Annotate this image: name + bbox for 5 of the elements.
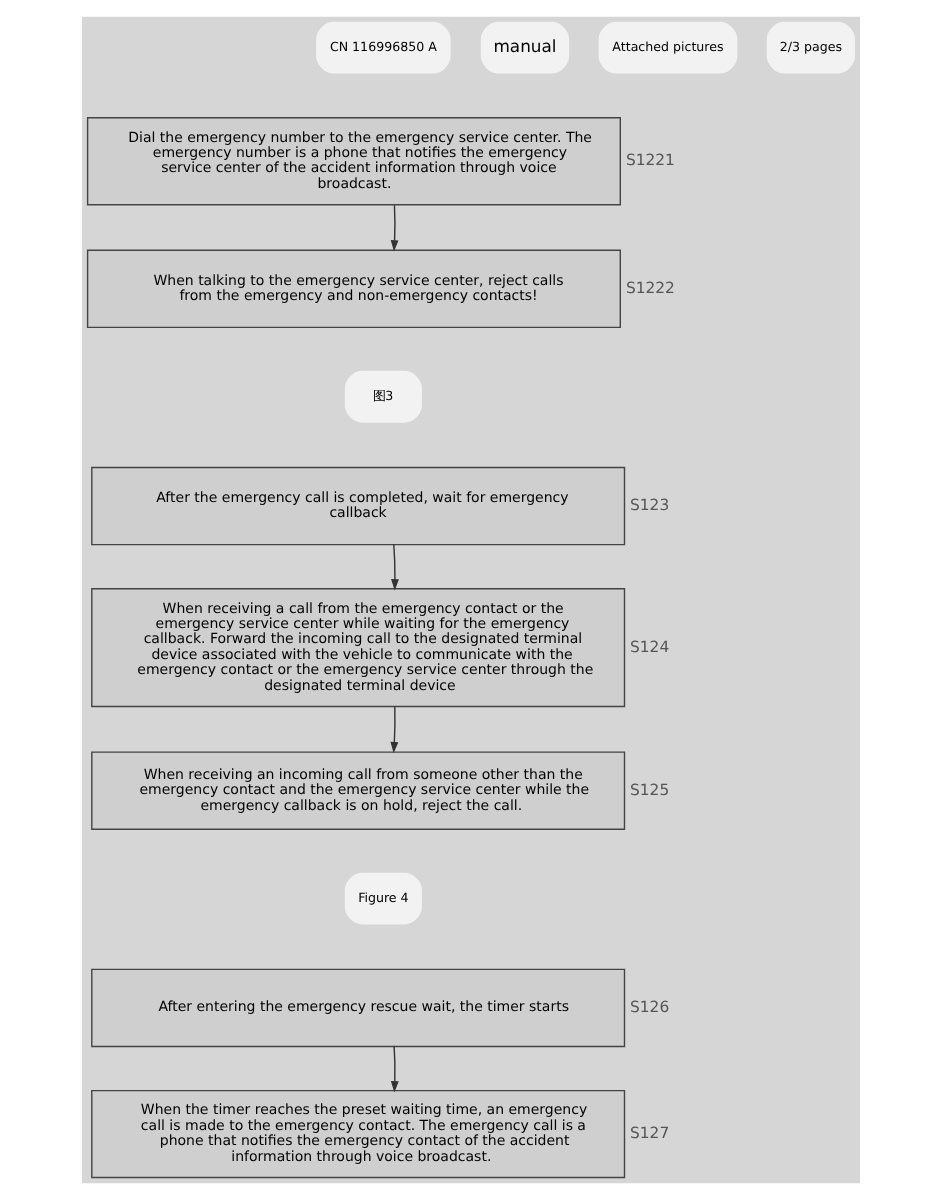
arrow bbox=[389, 204, 398, 252]
arrow bbox=[390, 543, 398, 591]
arrow bbox=[389, 1045, 398, 1093]
arrow bbox=[389, 705, 398, 754]
label: manual bbox=[492, 36, 556, 57]
